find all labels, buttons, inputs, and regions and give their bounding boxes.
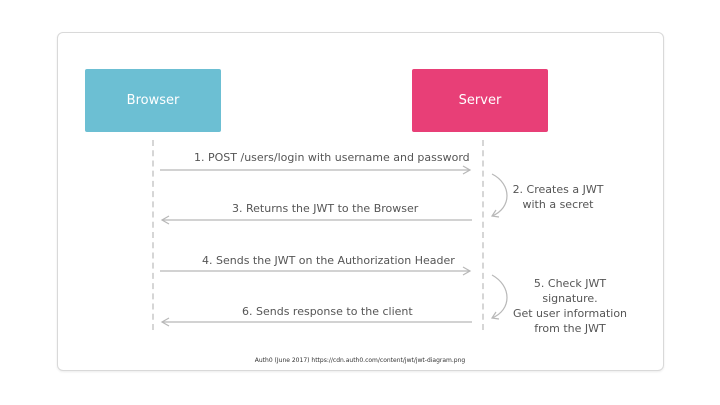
note-create-jwt: 2. Creates a JWT with a secret (508, 182, 608, 212)
note-check-signature-line-3: from the JWT (534, 322, 606, 335)
message-label-6: 6. Sends response to the client (242, 305, 413, 318)
self-loop-5-head (490, 311, 500, 320)
message-arrow-1-head (462, 165, 472, 175)
message-arrow-4-head (462, 266, 472, 276)
self-loop-5 (491, 274, 508, 319)
self-loop-2-head (490, 209, 500, 218)
note-check-signature: 5. Check JWT signature. Get user informa… (505, 276, 635, 336)
self-loop-2 (491, 173, 508, 217)
message-label-3: 3. Returns the JWT to the Browser (232, 202, 419, 215)
server-actor: Server (412, 69, 548, 132)
note-create-jwt-line-2: with a secret (522, 198, 594, 211)
message-label-4: 4. Sends the JWT on the Authorization He… (202, 254, 455, 267)
message-arrow-3-head (160, 215, 170, 225)
browser-actor: Browser (85, 69, 221, 132)
server-label: Server (458, 93, 502, 108)
note-create-jwt-line-1: 2. Creates a JWT (512, 183, 604, 196)
note-check-signature-line-1: 5. Check JWT signature. (533, 277, 607, 305)
browser-lifeline (152, 140, 154, 330)
message-label-1: 1. POST /users/login with username and p… (194, 151, 470, 164)
server-lifeline (482, 140, 484, 330)
note-check-signature-line-2: Get user information (512, 307, 628, 320)
message-arrow-6-head (160, 317, 170, 327)
source-caption: Auth0 (June 2017) https://cdn.auth0.com/… (254, 357, 466, 364)
browser-label: Browser (126, 93, 180, 108)
